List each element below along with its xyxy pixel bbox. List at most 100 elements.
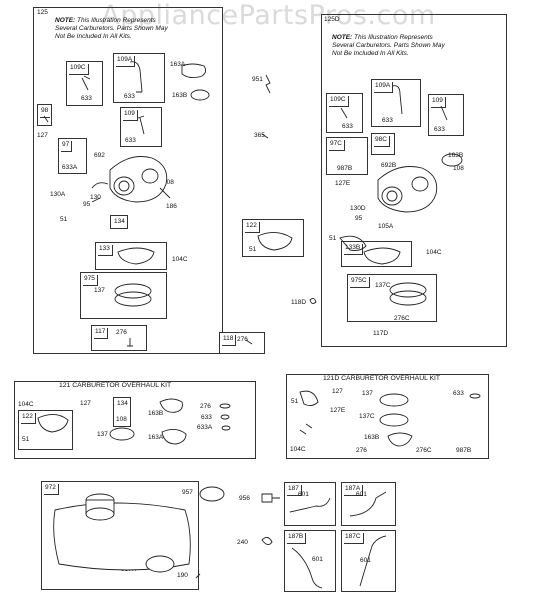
box-109a: 109A 633 bbox=[371, 79, 421, 127]
box-label: 109C bbox=[329, 96, 349, 107]
box-label: 97C bbox=[329, 140, 345, 151]
callout-104c: 104C bbox=[426, 249, 442, 256]
box-134: 134 108 bbox=[113, 397, 131, 427]
note-text: This Illustration Represents Several Car… bbox=[55, 17, 168, 40]
needle-109c-r bbox=[340, 107, 348, 119]
panel-note: NOTE: This Illustration Represents Sever… bbox=[55, 17, 175, 41]
part-label: 51 bbox=[249, 246, 257, 253]
part-label: 601 bbox=[298, 491, 309, 498]
part-label: 51 bbox=[22, 436, 30, 443]
fitting-240 bbox=[261, 537, 273, 545]
valve-956 bbox=[261, 493, 280, 503]
callout-692b: 692B bbox=[381, 162, 397, 169]
cap-957a bbox=[145, 555, 175, 573]
box-975c: 975C 137C bbox=[347, 274, 437, 322]
box-975: 975 137 bbox=[80, 272, 167, 319]
box-label: 122 bbox=[245, 222, 260, 233]
callout-104c: 104C bbox=[172, 256, 188, 263]
part-label: 108 bbox=[116, 416, 127, 423]
box-187c: 187C 601 bbox=[341, 530, 396, 592]
callout-163b: 163B bbox=[448, 152, 464, 159]
callout-130: 130 bbox=[90, 194, 101, 201]
part-label: 276 bbox=[237, 336, 248, 343]
box-187: 187 601 bbox=[284, 482, 336, 526]
box-label: 118 bbox=[222, 335, 237, 346]
box-133: 133 bbox=[95, 242, 167, 270]
box-label: 187 bbox=[287, 485, 302, 496]
callout-276: 276 bbox=[200, 403, 211, 410]
callout-957: 957 bbox=[182, 489, 193, 496]
needle-109a-r bbox=[391, 85, 403, 115]
box-label: 134 bbox=[114, 218, 125, 225]
callout-633a: 633A bbox=[197, 424, 213, 431]
part-label: 633A bbox=[62, 164, 78, 171]
box-109: 109 633 bbox=[120, 107, 162, 147]
part-label: 633 bbox=[434, 126, 445, 133]
callout-127: 127 bbox=[80, 400, 91, 407]
callout-95: 95 bbox=[355, 215, 363, 222]
carburetor-left bbox=[91, 156, 171, 203]
callout-127e: 127E bbox=[335, 180, 351, 187]
callout-127e: 127E bbox=[330, 407, 346, 414]
part-label: 633 bbox=[125, 137, 136, 144]
panel-tag: 125 bbox=[37, 9, 48, 16]
box-label: 187A bbox=[344, 485, 364, 496]
callout-95: 95 bbox=[83, 201, 91, 208]
callout-108: 108 bbox=[163, 179, 174, 186]
kit-121-panel bbox=[14, 381, 256, 459]
box-109c: 109C 633 bbox=[66, 61, 103, 106]
callout-108: 108 bbox=[453, 165, 464, 172]
callout-51: 51 bbox=[291, 398, 299, 405]
box-label: 187C bbox=[344, 533, 364, 544]
gasket-163b-r bbox=[441, 153, 463, 167]
gasket-ring bbox=[114, 283, 152, 299]
callout-137: 137 bbox=[362, 390, 373, 397]
callout-163b: 163B bbox=[364, 434, 380, 441]
box-label: 109C bbox=[69, 64, 89, 75]
box-label: 972 bbox=[44, 484, 59, 495]
callout-163a: 163A bbox=[148, 434, 164, 441]
callout-118d: 118D bbox=[291, 299, 307, 306]
callout-105a: 105A bbox=[378, 223, 394, 230]
callout-633: 633 bbox=[453, 390, 464, 397]
box-label: 109A bbox=[374, 82, 394, 93]
part-label: 987B bbox=[337, 165, 353, 172]
callout-117d: 117D bbox=[373, 330, 389, 337]
fuel-line-187c bbox=[359, 535, 387, 587]
callout-956: 956 bbox=[239, 495, 250, 502]
callout-163b: 163B bbox=[148, 410, 164, 417]
part-label: 633 bbox=[124, 93, 135, 100]
part-label: 633 bbox=[342, 123, 353, 130]
callout-137c: 137C bbox=[359, 413, 375, 420]
panel-tag: 125D bbox=[324, 16, 340, 23]
part-label: 601 bbox=[356, 491, 367, 498]
box-122: 122 51 bbox=[242, 219, 304, 257]
box-97c: 97C 987B bbox=[326, 137, 368, 175]
gasket-122-mid bbox=[257, 232, 293, 251]
right-carburetor-panel bbox=[321, 14, 507, 347]
box-label: 109 bbox=[123, 110, 138, 121]
needle-109 bbox=[137, 115, 145, 135]
box-117: 117 276 bbox=[91, 325, 147, 351]
callout-186: 186 bbox=[166, 203, 177, 210]
box-97: 97 633A bbox=[58, 138, 87, 174]
callout-130d: 130D bbox=[350, 205, 366, 212]
fuel-tank bbox=[53, 493, 191, 571]
callout-51: 51 bbox=[60, 216, 68, 223]
panel-note: NOTE: This Illustration Represents Sever… bbox=[332, 34, 447, 58]
kit-121d-panel bbox=[286, 374, 489, 459]
part-label: 601 bbox=[360, 557, 371, 564]
spring-951 bbox=[265, 74, 271, 94]
needle-109-r bbox=[440, 105, 448, 121]
left-carburetor-panel bbox=[33, 7, 223, 354]
box-187a: 187A 601 bbox=[341, 482, 396, 526]
part-label: 633 bbox=[81, 95, 92, 102]
float-bowl bbox=[117, 247, 155, 265]
box-109: 109 633 bbox=[428, 94, 464, 136]
box-109a: 109A 633 bbox=[113, 53, 165, 103]
screw-365 bbox=[261, 133, 269, 139]
gasket-163a bbox=[181, 63, 207, 79]
callout-633: 633 bbox=[201, 414, 212, 421]
part-label: 276 bbox=[116, 329, 127, 336]
